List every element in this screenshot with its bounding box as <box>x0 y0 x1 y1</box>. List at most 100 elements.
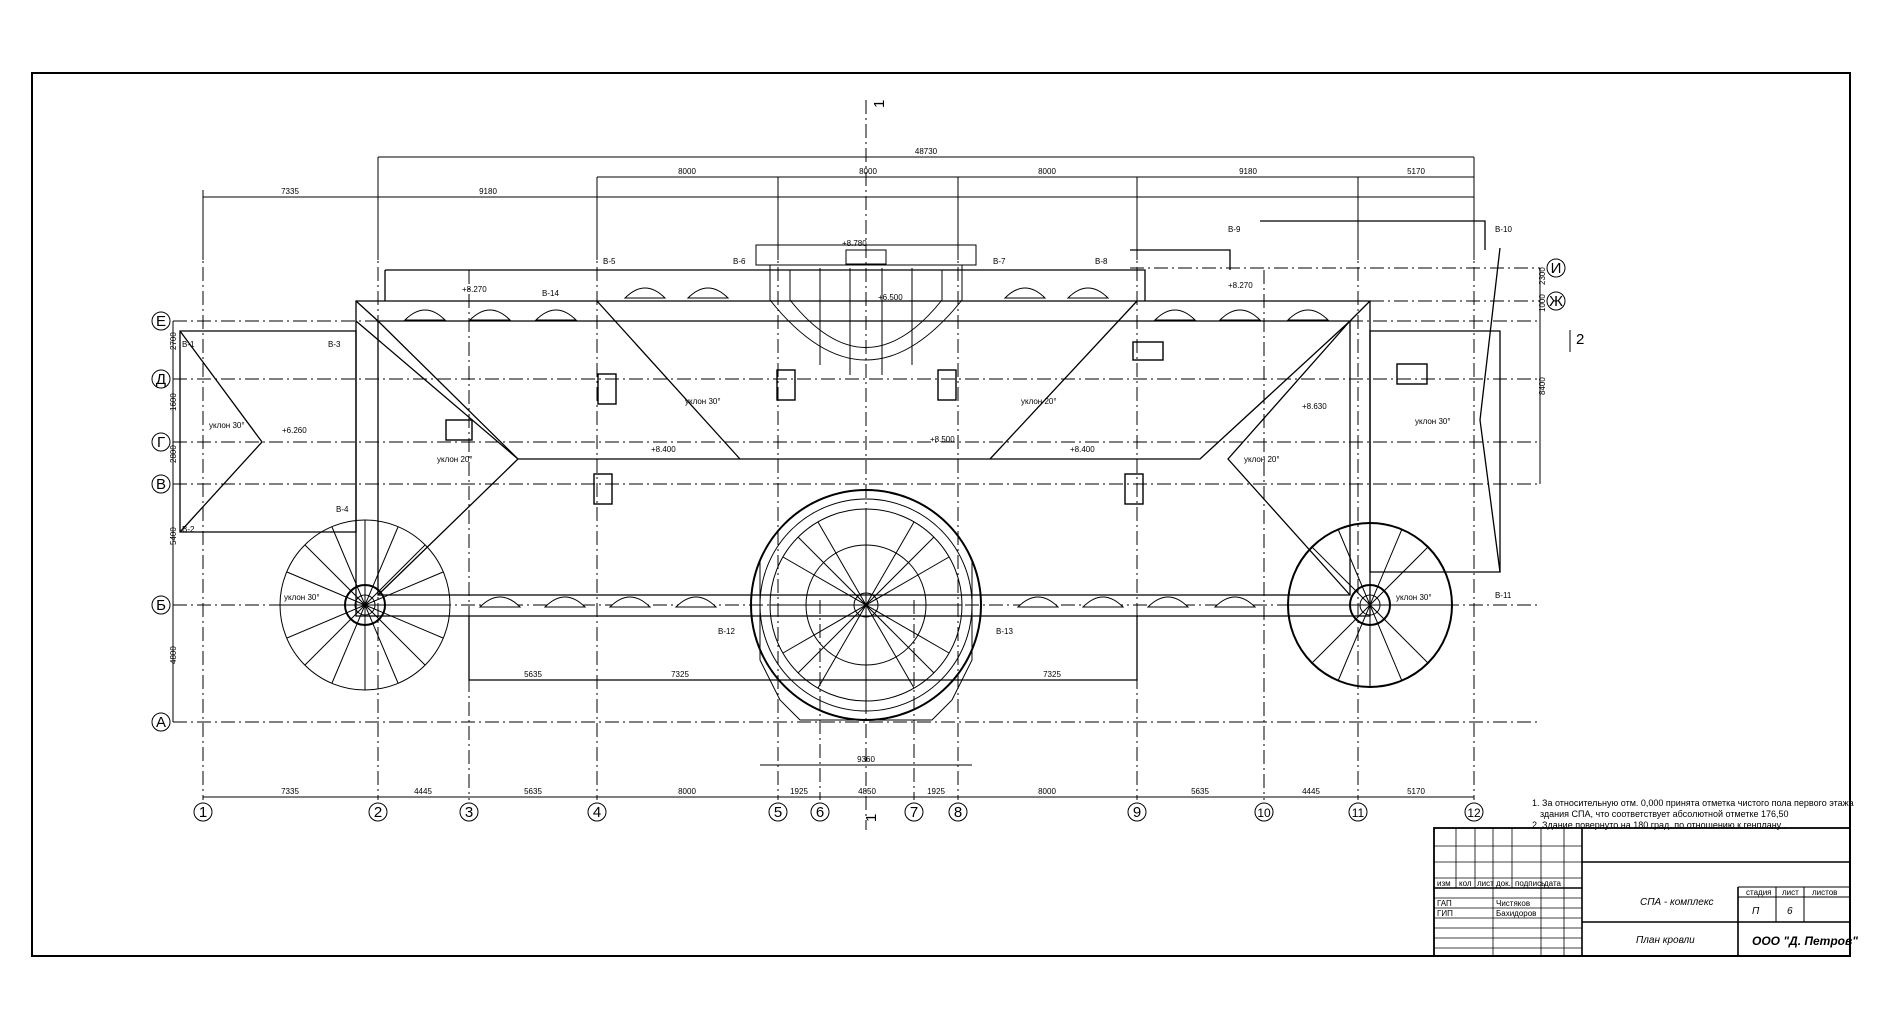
dim-right-c: 8400 <box>1538 377 1547 395</box>
drain-tag: В-2 <box>182 525 195 534</box>
slope-label: уклон 30° <box>1396 593 1432 602</box>
tb-header: изм <box>1437 879 1451 888</box>
svg-text:В: В <box>156 476 166 493</box>
slope-label: уклон 30° <box>685 397 721 406</box>
dim-top-b: 8000 <box>859 167 877 176</box>
dim-left-e: 4800 <box>169 646 178 664</box>
axis-row-e: Е <box>151 311 171 331</box>
drain-tag: В-5 <box>603 257 616 266</box>
title-block-headers: изм кол лист док. подпись дата ГАП ГИП Ч… <box>1437 879 1562 918</box>
dim-top-a: 8000 <box>678 167 696 176</box>
axis-row-a: А <box>151 712 171 732</box>
dim-top-left: 9180 <box>479 187 497 196</box>
sheet-frame <box>31 72 1851 957</box>
svg-text:9: 9 <box>1133 804 1141 821</box>
row-axis-bubbles: И Ж Е Д Г В Б А <box>151 258 1566 732</box>
svg-text:1925: 1925 <box>927 787 945 796</box>
tb-header: подпись <box>1515 879 1545 888</box>
note-line-2: здания СПА, что соответствует абсолютной… <box>1540 809 1789 819</box>
drain-tag: В-4 <box>336 505 349 514</box>
axis-col-9: 9 <box>1127 802 1147 822</box>
tb-sheets-label: листов <box>1812 888 1837 897</box>
dim-overall: 48730 <box>915 147 938 156</box>
drain-tag: В-9 <box>1228 225 1241 234</box>
axis-col-5: 5 <box>768 802 788 822</box>
tb-name-gap: Чистяков <box>1496 899 1530 908</box>
svg-text:8000: 8000 <box>1038 787 1056 796</box>
svg-text:10: 10 <box>1257 806 1271 820</box>
tb-project: СПА - комплекс <box>1640 897 1713 908</box>
svg-text:1925: 1925 <box>790 787 808 796</box>
drain-tag: В-7 <box>993 257 1006 266</box>
tb-header: кол <box>1459 879 1472 888</box>
tb-header: док. <box>1496 879 1511 888</box>
elevation-mark: +8.400 <box>651 445 676 454</box>
dim-right-b: 1000 <box>1538 294 1547 312</box>
tb-header: дата <box>1544 879 1562 888</box>
elevation-mark: +8.400 <box>1070 445 1095 454</box>
dim-left-c: 2800 <box>169 445 178 463</box>
tb-stage-label: стадия <box>1746 888 1772 897</box>
elevation-marks: +8.780 +8.270 +8.270 +6.260 +8.400 +8.40… <box>282 239 1327 454</box>
section-mark-top: 1 <box>871 100 888 108</box>
drain-tag: В-8 <box>1095 257 1108 266</box>
tb-company: ООО "Д. Петров" <box>1752 934 1858 948</box>
svg-text:11: 11 <box>1352 806 1365 820</box>
dim-left-b: 1600 <box>169 393 178 411</box>
svg-text:Ж: Ж <box>1549 293 1563 310</box>
dim-inner-b: 7325 <box>671 670 689 679</box>
elevation-mark: +8.630 <box>1302 402 1327 411</box>
left-round-tower <box>279 519 451 691</box>
svg-text:5: 5 <box>774 804 782 821</box>
slope-label: уклон 20° <box>437 455 473 464</box>
svg-text:7335: 7335 <box>281 787 299 796</box>
dim-left-d: 5400 <box>169 527 178 545</box>
tb-name-gip: Бахидоров <box>1496 909 1536 918</box>
svg-text:И: И <box>1551 260 1562 277</box>
svg-text:7: 7 <box>910 804 918 821</box>
note-line-3: 2. Здание повернуто на 180 град. по отно… <box>1532 820 1786 830</box>
axis-col-2: 2 <box>368 802 388 822</box>
slope-label: уклон 30° <box>284 593 320 602</box>
drain-tag: В-3 <box>328 340 341 349</box>
dim-top-d: 5170 <box>1407 167 1425 176</box>
slope-label: уклон 30° <box>209 421 245 430</box>
bottom-dimensions: 7335 4445 5635 8000 1925 4850 1925 8000 … <box>281 787 1425 796</box>
dim-left-a: 2700 <box>169 332 178 350</box>
slope-label: уклон 20° <box>1021 397 1057 406</box>
svg-text:8: 8 <box>954 804 962 821</box>
tb-sheet-no: 6 <box>1787 906 1793 917</box>
tb-stage: П <box>1752 906 1760 917</box>
axis-col-11: 11 <box>1348 802 1368 822</box>
axis-row-b: Б <box>151 595 171 615</box>
tb-header: лист <box>1477 879 1494 888</box>
elevation-mark: +8.270 <box>1228 281 1253 290</box>
svg-text:Д: Д <box>156 371 166 388</box>
elevation-mark: +8.500 <box>930 435 955 444</box>
svg-text:4: 4 <box>593 804 601 821</box>
axis-col-1: 1 <box>193 802 213 822</box>
svg-text:4850: 4850 <box>858 787 876 796</box>
drain-tag: В-1 <box>182 340 195 349</box>
axis-row-v: В <box>151 474 171 494</box>
axis-col-7: 7 <box>904 802 924 822</box>
axis-row-d: Д <box>151 369 171 389</box>
dormer-windows <box>403 287 1330 608</box>
elevation-mark: +6.500 <box>878 293 903 302</box>
drain-tag: В-6 <box>733 257 746 266</box>
slope-labels: уклон 30° уклон 20° уклон 30° уклон 20° … <box>209 397 1451 602</box>
axis-col-4: 4 <box>587 802 607 822</box>
elevation-mark: +6.260 <box>282 426 307 435</box>
general-notes: 1. За относительную отм. 0,000 принята о… <box>1532 798 1854 830</box>
svg-text:5635: 5635 <box>524 787 542 796</box>
dim-top-e: 7335 <box>281 187 299 196</box>
drain-tags: В-1 В-2 В-3 В-4 В-5 В-6 В-7 В-8 В-9 В-10… <box>182 225 1512 636</box>
svg-text:6: 6 <box>816 804 824 821</box>
dim-inner-d: 9360 <box>857 755 875 764</box>
drain-tag: В-11 <box>1495 591 1512 600</box>
svg-text:4445: 4445 <box>1302 787 1320 796</box>
svg-text:Б: Б <box>156 597 166 614</box>
svg-text:3: 3 <box>465 804 473 821</box>
note-line-1: 1. За относительную отм. 0,000 принята о… <box>1532 798 1854 808</box>
